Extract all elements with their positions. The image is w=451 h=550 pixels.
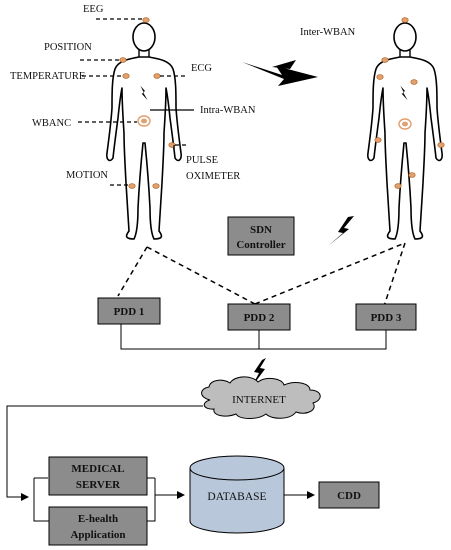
inter-wban-bolt-icon [242, 60, 318, 86]
patient-right-figure [367, 22, 443, 240]
pdd-3-box: PDD 3 [355, 303, 417, 331]
wban-pdd-dashed-links [117, 242, 406, 307]
sdn-controller-label-line2: Controller [236, 239, 285, 251]
sdn-controller-box: SDN Controller [227, 216, 295, 256]
patient-left-figure [106, 22, 182, 240]
pulse-oximeter-label-line2: OXIMETER [186, 171, 240, 182]
pdd-1-label: PDD 1 [114, 306, 145, 318]
internet-cloud: INTERNET [201, 376, 321, 419]
cdd-box: CDD [318, 481, 380, 509]
cdd-label: CDD [337, 490, 361, 502]
inter-wban-label: Inter-WBAN [300, 27, 356, 38]
internet-label: INTERNET [232, 394, 286, 406]
database-cylinder: DATABASE [189, 455, 285, 534]
temperature-label: TEMPERATURE [10, 71, 85, 82]
wbanc-label: WBANC [32, 118, 71, 129]
ehealth-label-line1: E-health [78, 513, 118, 525]
pdd-1-box: PDD 1 [97, 297, 161, 325]
pdd-2-box: PDD 2 [227, 303, 291, 331]
wireless-bolt-sdn-icon [328, 216, 354, 246]
motion-label: MOTION [66, 170, 108, 181]
pdd-bus-line [120, 324, 387, 350]
eeg-label: EEG [83, 4, 104, 15]
ehealth-application-box: E-health Application [48, 506, 148, 546]
internet-to-server-line [6, 405, 203, 501]
database-label: DATABASE [207, 491, 266, 503]
sdn-controller-label-line1: SDN [250, 224, 272, 236]
ehealth-label-line2: Application [70, 529, 125, 541]
ecg-label: ECG [191, 63, 212, 74]
intra-wban-label: Intra-WBAN [200, 105, 256, 116]
medical-server-label-line2: SERVER [76, 479, 121, 491]
pdd-2-label: PDD 2 [244, 312, 275, 324]
medical-server-box: MEDICAL SERVER [48, 456, 148, 496]
pulse-oximeter-label-line1: PULSE [186, 155, 218, 166]
position-label: POSITION [44, 42, 92, 53]
pdd-3-label: PDD 3 [371, 312, 402, 324]
sensor-leader-lines [78, 18, 186, 186]
medical-server-label-line1: MEDICAL [71, 463, 124, 475]
